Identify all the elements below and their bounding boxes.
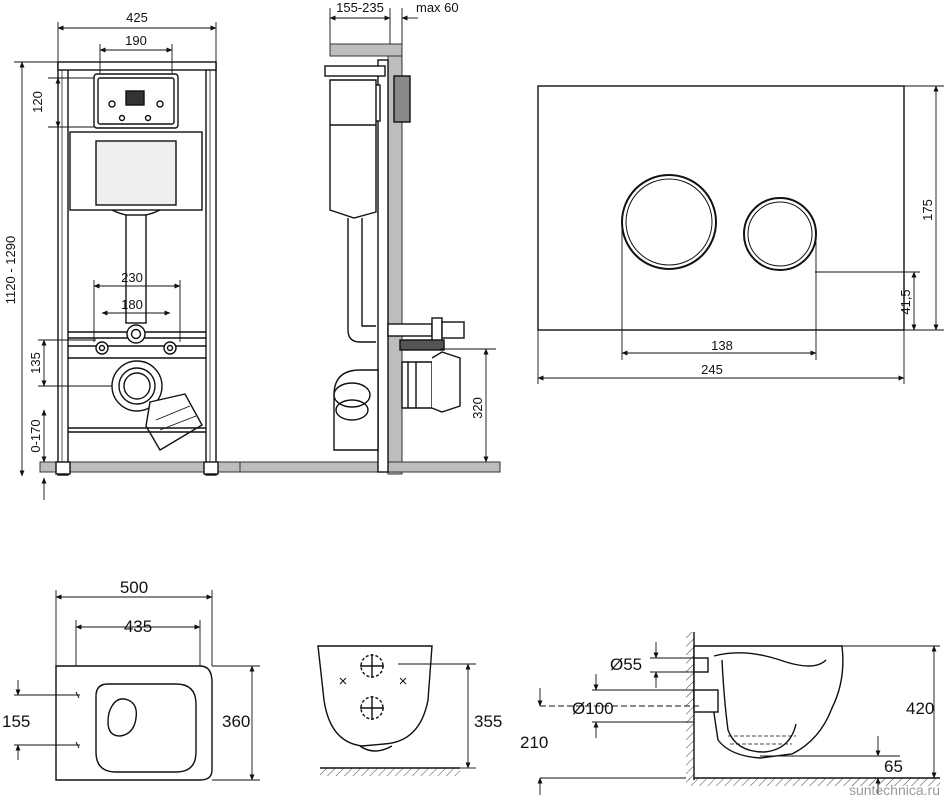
button-height-label: 41,5: [898, 289, 913, 314]
drain-height-label: 135: [28, 352, 43, 374]
frame-height-label: 1120 - 1290: [3, 236, 18, 304]
bowl-height-label: 420: [906, 699, 934, 718]
bowl-side-dimensions: [537, 642, 940, 795]
outlet-height-label: 210: [520, 733, 548, 752]
button-span-label: 138: [711, 338, 733, 353]
frame-side-view: [239, 43, 501, 475]
frame-width-label: 425: [126, 10, 148, 25]
frame-front-view: [39, 61, 401, 476]
bowl-top-dimensions: [14, 590, 260, 781]
outlet-diameter-label: Ø100: [572, 699, 614, 718]
side-depth-label: 155-235: [336, 0, 384, 15]
bowl-top-view: [55, 665, 213, 781]
hole-spacing-label: 155: [2, 712, 30, 731]
watermark: suntechnica.ru: [848, 782, 940, 798]
inlet-diameter-label: Ø55: [610, 655, 642, 674]
plate-height-label: 175: [920, 199, 935, 221]
bowl-back-dimensions: [398, 663, 476, 769]
bowl-width-label: 500: [120, 578, 148, 597]
water-depth-label: 65: [884, 757, 903, 776]
bowl-back-height-label: 355: [474, 712, 502, 731]
pipe-spacing-outer-label: 230: [121, 270, 143, 285]
bowl-inner-width-label: 435: [124, 617, 152, 636]
bowl-back-view: [317, 645, 460, 776]
bowl-depth-label: 360: [222, 712, 250, 731]
flush-plate-dimensions: [537, 85, 944, 384]
plate-height-label: 120: [30, 91, 45, 113]
plate-width-label: 245: [701, 362, 723, 377]
side-view-dimensions: [329, 8, 496, 463]
frame-front-dimensions: [14, 22, 217, 500]
plate-width-label: 190: [125, 33, 147, 48]
flush-plate: [537, 85, 905, 331]
side-max-gap-label: max 60: [416, 0, 459, 15]
pipe-spacing-inner-label: 180: [121, 297, 143, 312]
leg-adjust-label: 0-170: [28, 419, 43, 452]
side-outlet-height-label: 320: [470, 397, 485, 419]
